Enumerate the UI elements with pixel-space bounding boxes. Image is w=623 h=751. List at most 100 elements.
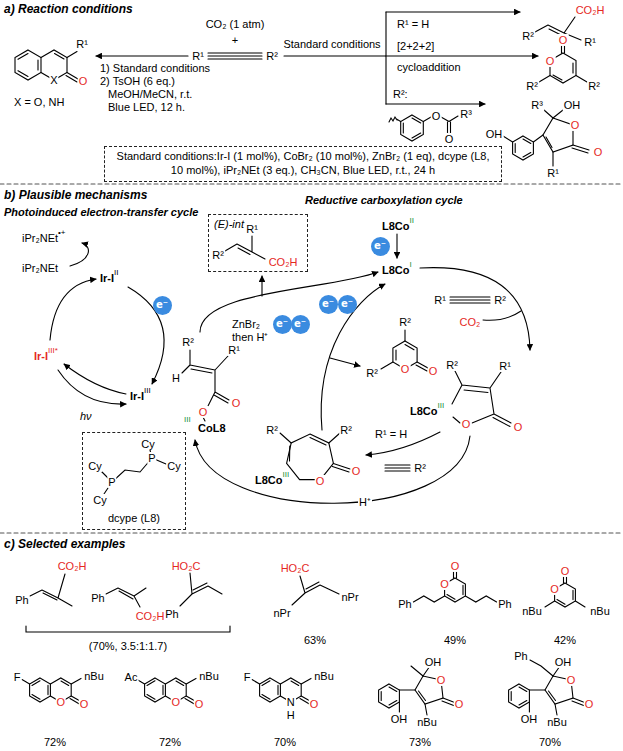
atom-label: nBu [416,716,438,728]
atom-label: O [444,133,455,145]
atom-label: O [549,583,560,595]
scheme-text: MeOH/MeCN, r.t. [108,88,192,100]
scheme-text: Photoinduced electron-transfer cycle [4,206,198,218]
atom-label: HO₂C [280,562,311,574]
electron-label: e⁻ [374,241,386,251]
atom-label: 72% [158,736,182,748]
atom-label: Ph [497,598,512,610]
atom-label: R² [181,336,195,348]
atom-label: O [198,406,209,418]
atom-label: O [194,698,205,710]
atom-label: Ph [164,608,179,620]
scheme-text: ZnBr₂ [232,318,260,330]
atom-label: R² [525,80,539,92]
scheme-text: R¹ = H [375,428,407,440]
atom-label: O [461,418,472,430]
atom-label: O [79,698,90,710]
oxidation-state: •+ [58,229,65,238]
atom-label: nBu [83,670,105,682]
atom-label: CO₂H [268,256,299,268]
atom-label: 49% [443,634,467,646]
atom-label: O [566,674,577,686]
atom-label: nPr [340,591,359,603]
electron-circle: e⁻ [153,296,172,315]
atom-label: P [147,452,156,464]
scheme-text: Ir-I [34,350,48,362]
scheme-text: Ir-I [100,272,114,284]
atom-label: Cy [87,460,102,472]
scheme-text: L8Co [255,474,283,486]
atom-label: F [243,671,252,683]
atom-label: O [454,698,465,710]
atom-label: OH [424,656,443,668]
scheme-text: iPr₂NEt [22,232,58,244]
scheme-text: then H⁺ [232,331,268,343]
scheme-text: Blue LED, 12 h. [108,101,185,113]
scheme-text: Ir-I [130,390,144,402]
conditions-box: Standard conditions:Ir-I (1 mol%), CoBr₂… [104,146,502,182]
atom-label: R² [265,50,279,62]
electron-circle: e⁻ [319,295,338,314]
electron-label: e⁻ [276,319,288,329]
atom-label: CO₂ [459,316,482,328]
atom-label: CO₂H [575,4,606,16]
atom-label: R² [493,294,507,306]
panel-heading: c) Selected examples [4,538,125,551]
oxidation-state: III [144,387,151,396]
electron-label: e⁻ [294,319,306,329]
atom-label: R¹ [191,50,205,62]
electron-label: e⁻ [156,300,168,310]
atom-label: 63% [303,634,327,646]
oxidation-state: III [438,402,445,411]
atom-label: O [584,698,595,710]
atom-label: nBu [313,670,335,682]
atom-label: O [171,696,182,708]
atom-label: Ph [397,598,412,610]
scheme-text: 1) Standard conditions [100,62,210,74]
oxidation-state: III [283,471,290,480]
scheme-text: L8Co [382,264,410,276]
atom-label: HO₂C [171,560,202,572]
electron-circle: e⁻ [273,315,292,334]
atom-label: 42% [553,634,577,646]
oxidation-state: III [184,416,191,425]
atom-label: R³ [459,108,473,120]
scheme-text: Reductive carboxylation cycle [305,194,463,206]
atom-label: nBu [521,605,543,617]
atom-label: P [107,476,116,488]
atom-label: H [171,372,181,384]
atom-label: R² [398,316,412,328]
atom-label: X [49,74,58,86]
atom-label: OH [554,656,573,668]
scheme-text: iPr₂NEt [22,262,58,274]
atom-label: CO₂ (1 atm) [205,18,266,30]
scheme-text: hν [80,410,92,422]
atom-label: OH [485,128,504,140]
atom-label: + [231,34,239,46]
scheme-text: L8Co [410,405,438,417]
atom-label: R² [445,359,459,371]
atom-label: H [286,709,296,721]
scheme-text: 2) TsOH (6 eq.) [100,75,175,87]
atom-label: R¹ [583,36,597,48]
scheme-text: R²: [393,88,408,100]
atom-label: Ac [124,671,139,683]
atom-label: Ph [90,592,105,604]
panel-heading: b) Plausible mechanisms [4,189,147,202]
atom-label: O [56,696,67,708]
atom-label: Cy [92,494,107,506]
atom-label: R¹ [546,167,560,179]
scheme-text: L8Co [382,220,410,232]
atom-label: O [558,34,569,46]
atom-label: (70%, 3.5:1:1.7) [88,640,168,652]
atom-label: R² [211,249,225,261]
atom-label: O [439,578,450,590]
atom-label: OH [520,713,539,725]
oxidation-state: II [410,217,414,226]
atom-label: O [560,565,571,577]
atom-label: O [570,119,581,131]
atom-label: R² [365,367,379,379]
panel-heading: a) Reaction conditions [4,3,133,16]
electron-label: e⁻ [341,299,353,309]
atom-label: R² [521,30,535,42]
